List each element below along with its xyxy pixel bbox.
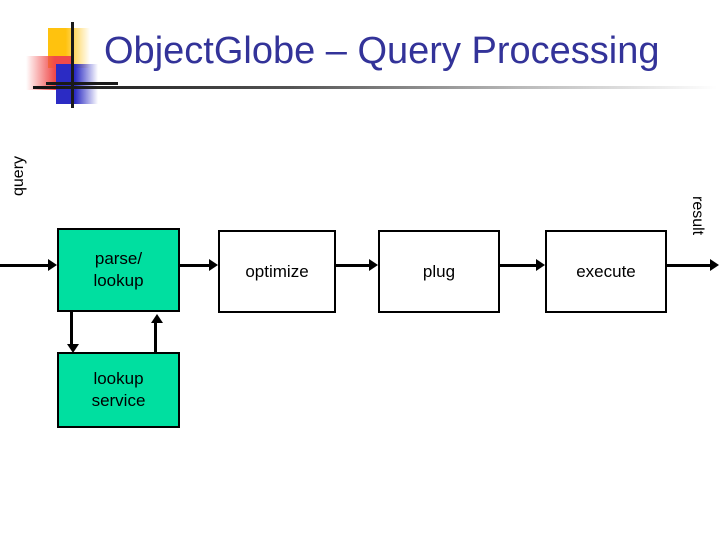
arrowhead-parse-to-lookupservice (67, 344, 79, 353)
node-plug-label: plug (422, 261, 456, 281)
arrowhead-execute-to-result (710, 259, 719, 271)
arrowhead-query-to-parse (48, 259, 57, 271)
title-divider (33, 86, 717, 89)
arrowhead-parse-to-optimize (209, 259, 218, 271)
edge-parse-to-optimize (180, 264, 212, 267)
node-optimize-label: optimize (245, 261, 309, 281)
output-label-result: result (689, 196, 706, 236)
arrowhead-optimize-to-plug (369, 259, 378, 271)
node-lookup-service[interactable]: lookup service (57, 352, 180, 428)
logo-horizontal-line (46, 82, 118, 85)
edge-lookupservice-to-parse (154, 323, 157, 354)
edge-query-to-parse (0, 264, 50, 267)
input-label-query: query (10, 155, 27, 196)
node-plug[interactable]: plug (378, 230, 500, 313)
edge-optimize-to-plug (336, 264, 372, 267)
logo-vertical-line (71, 22, 74, 108)
node-optimize[interactable]: optimize (218, 230, 336, 313)
edge-execute-to-result (667, 264, 713, 267)
arrowhead-plug-to-execute (536, 259, 545, 271)
node-parse-lookup-label: parse/ lookup (93, 249, 144, 290)
edge-parse-to-lookupservice (70, 312, 73, 347)
page-title: ObjectGlobe – Query Processing (104, 30, 660, 72)
node-execute[interactable]: execute (545, 230, 667, 313)
edge-plug-to-execute (500, 264, 539, 267)
node-lookup-service-label: lookup service (91, 369, 146, 410)
node-parse-lookup[interactable]: parse/ lookup (57, 228, 180, 312)
objectglobe-logo (18, 18, 128, 108)
arrowhead-lookupservice-to-parse (151, 314, 163, 323)
node-execute-label: execute (576, 261, 636, 281)
